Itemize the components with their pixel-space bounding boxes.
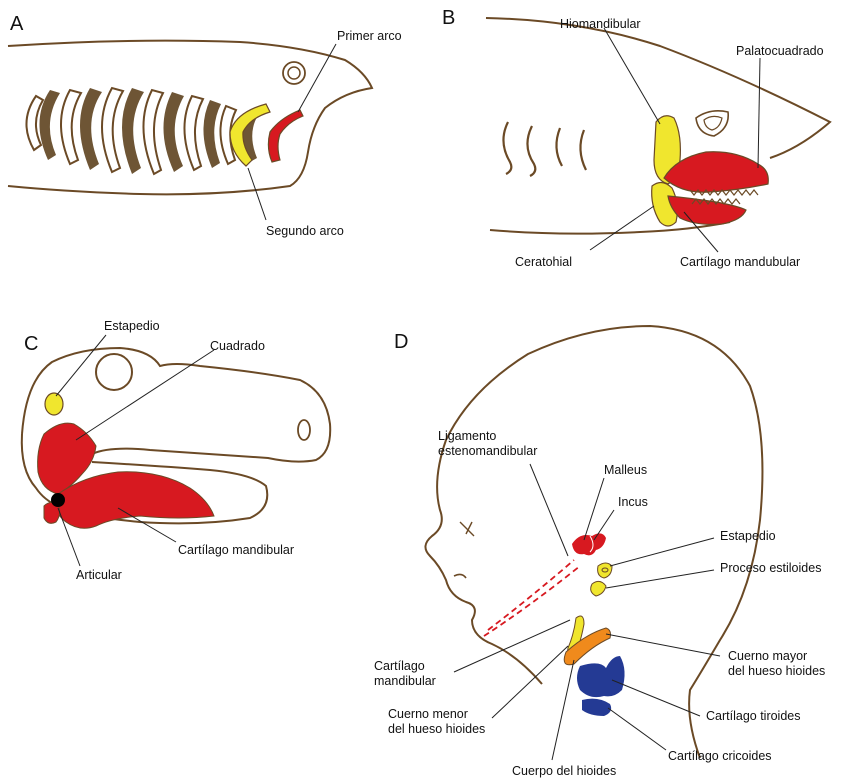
orbit [96, 354, 132, 390]
malleus-shape [572, 533, 606, 555]
label-cuerpo-hioides: Cuerpo del hioides [512, 764, 616, 778]
label-cartilago-mandibular-d-1: Cartílago [374, 659, 425, 673]
ligamento-dashed [484, 560, 580, 636]
cartilago-cricoides-shape [582, 699, 611, 716]
label-cartilago-mandibular-d-2: mandibular [374, 674, 436, 688]
label-cuerno-menor-1: Cuerno menor [388, 707, 468, 721]
label-cuadrado: Cuadrado [210, 339, 265, 353]
gill-arches [26, 88, 257, 174]
articular-joint [51, 493, 65, 507]
panel-a-letter: A [10, 13, 24, 35]
label-malleus: Malleus [604, 463, 647, 477]
estapedio-shape-c [45, 393, 63, 415]
nostril [298, 420, 310, 440]
eye [283, 62, 305, 84]
eye [696, 111, 728, 136]
label-proceso-estiloides: Proceso estiloides [720, 561, 821, 575]
first-arch-shape [268, 110, 303, 162]
panel-a: A Primer arco Segundo arco [8, 13, 402, 238]
label-primer-arco: Primer arco [337, 29, 402, 43]
label-ligamento-2: estenomandibular [438, 444, 537, 458]
label-estapedio-d: Estapedio [720, 529, 776, 543]
panel-d-letter: D [394, 331, 408, 353]
panel-b: B Hiomandibular Palatocuadrado Ceratohia… [442, 7, 830, 269]
cartilago-mandibular-shape-c [56, 472, 214, 528]
panel-c-letter: C [24, 333, 38, 355]
label-cartilago-mandibular-c: Cartílago mandibular [178, 543, 294, 557]
label-hiomandibular: Hiomandibular [560, 17, 641, 31]
gill-slits [503, 122, 586, 176]
cartilago-tiroides-shape [577, 656, 625, 697]
label-segundo-arco: Segundo arco [266, 224, 344, 238]
label-cuerno-mayor-1: Cuerno mayor [728, 649, 807, 663]
panel-b-letter: B [442, 7, 455, 29]
panel-d: D Ligamento estenomandibular Malleus Inc… [374, 326, 825, 778]
label-cuerno-menor-2: del hueso hioides [388, 722, 485, 736]
label-ceratohial: Ceratohial [515, 255, 572, 269]
label-cartilago-mandubular: Cartílago mandubular [680, 255, 800, 269]
label-cartilago-tiroides: Cartílago tiroides [706, 709, 801, 723]
label-palatocuadrado: Palatocuadrado [736, 44, 824, 58]
label-cuerno-mayor-2: del hueso hioides [728, 664, 825, 678]
label-articular: Articular [76, 568, 122, 582]
panel-c: C Estapedio Cuadrado Articular Cartílago… [22, 319, 330, 582]
nostril-d [454, 574, 466, 578]
label-ligamento-1: Ligamento [438, 429, 496, 443]
label-estapedio-c: Estapedio [104, 319, 160, 333]
label-incus: Incus [618, 495, 648, 509]
eye-d [460, 522, 474, 536]
label-cartilago-cricoides: Cartílago cricoides [668, 749, 772, 763]
estapedio-shape-d [598, 563, 612, 578]
proceso-estiloides-shape [591, 581, 606, 596]
